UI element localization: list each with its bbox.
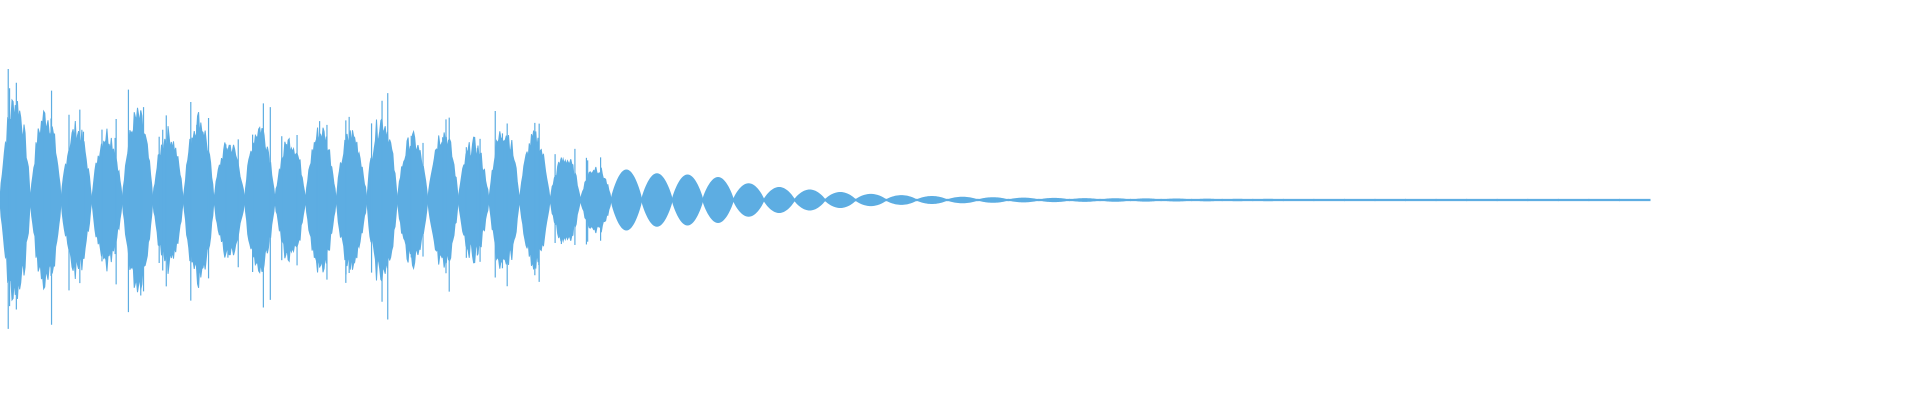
waveform-pulse — [1343, 198, 1376, 202]
waveform-pulse — [641, 173, 673, 227]
waveform-pulse — [916, 195, 948, 205]
waveform-pulse — [1527, 198, 1559, 202]
waveform-pulse — [1557, 198, 1590, 202]
waveform-pulse — [793, 189, 826, 211]
waveform-pulse — [1099, 198, 1132, 202]
waveform-pulse — [1068, 198, 1101, 202]
waveform-pulse — [763, 186, 795, 214]
waveform-pulse — [121, 107, 154, 293]
waveform-pulse — [1007, 197, 1040, 203]
waveform-pulse — [1221, 198, 1254, 202]
waveform-pulse — [30, 109, 62, 291]
waveform-pulse — [1282, 198, 1315, 202]
waveform-pulse — [824, 191, 857, 209]
waveform-pulse — [305, 127, 337, 273]
waveform-pulse — [946, 196, 979, 204]
waveform-pulse — [885, 195, 918, 205]
waveform-pulse — [0, 98, 32, 302]
waveform-pulse — [182, 112, 215, 288]
waveform-pulse — [671, 174, 704, 226]
waveform-pulse — [1038, 197, 1070, 203]
waveform-pulse — [1191, 198, 1223, 202]
waveform-pulse — [488, 131, 520, 269]
waveform-pulse — [580, 166, 612, 234]
waveform-pulse — [702, 176, 734, 224]
waveform-pulse — [1405, 198, 1437, 202]
waveform-pulse — [1618, 198, 1651, 202]
waveform-pulse — [1435, 198, 1468, 202]
waveform-pulse — [1374, 198, 1407, 202]
waveform-pulse — [855, 193, 887, 207]
waveform-pulse — [1130, 198, 1162, 202]
waveform-pulse — [1313, 198, 1345, 202]
waveform-pulse — [1466, 198, 1498, 202]
waveform-pulse — [610, 169, 643, 231]
waveform-pulse — [152, 126, 184, 274]
waveform-pulse — [977, 197, 1009, 203]
waveform-pulse — [1160, 198, 1193, 202]
waveform-pulse — [91, 128, 123, 272]
waveform-pulse — [60, 120, 93, 280]
waveform-pulse — [274, 137, 307, 263]
waveform-pulse — [1496, 198, 1529, 202]
waveform-pulse — [732, 183, 765, 217]
waveform-pulse — [1588, 198, 1620, 202]
waveform-pulse — [457, 136, 490, 264]
waveform-pulse — [1252, 198, 1284, 202]
waveform-pulse — [335, 130, 368, 270]
waveform-pulse — [213, 142, 245, 258]
